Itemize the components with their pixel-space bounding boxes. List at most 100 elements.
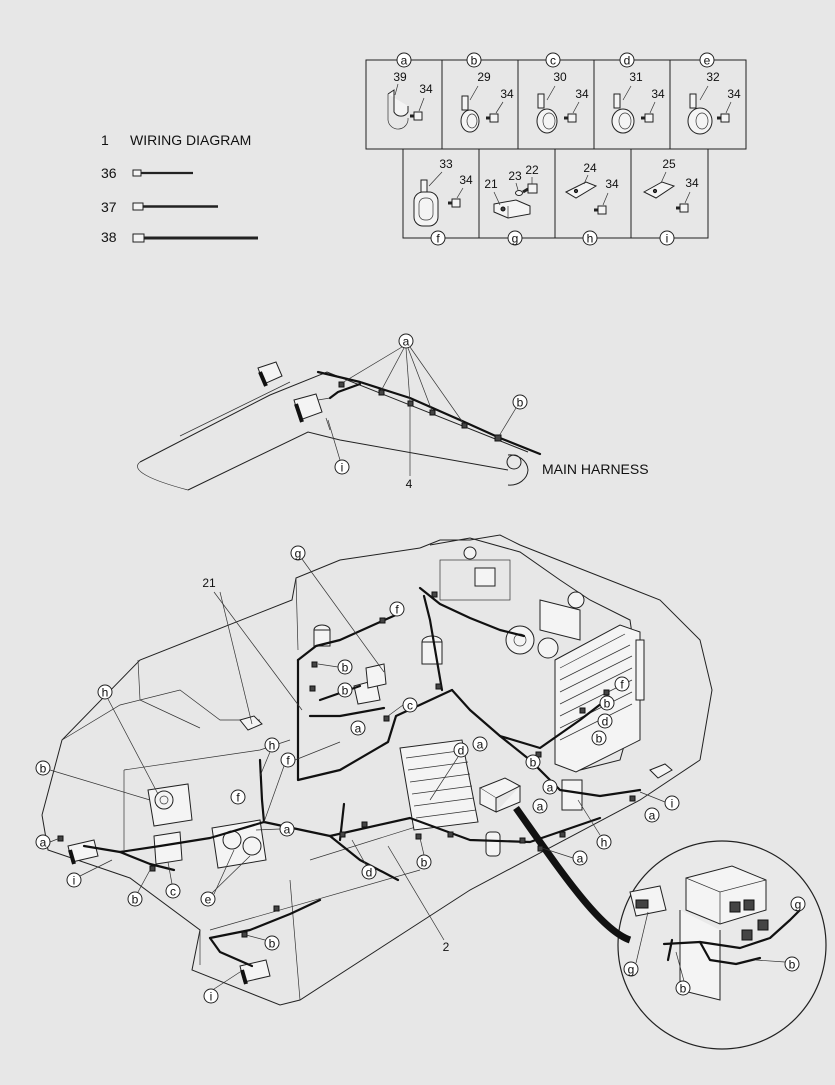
svg-text:22: 22 — [525, 163, 539, 177]
clamp-letter: h — [587, 232, 594, 246]
svg-text:g: g — [628, 963, 635, 977]
svg-text:34: 34 — [651, 87, 665, 101]
bolt-22-icon — [522, 177, 538, 194]
boom-num-4: 4 — [406, 477, 413, 491]
svg-text:b: b — [604, 697, 611, 711]
svg-text:a: a — [355, 722, 362, 736]
clamp-cell-i: i 25 34 — [642, 157, 699, 246]
svg-text:a: a — [537, 800, 544, 814]
svg-text:34: 34 — [459, 173, 473, 187]
svg-text:d: d — [602, 715, 609, 729]
svg-text:i: i — [210, 990, 213, 1004]
clamp-cell-f: f 33 34 — [413, 157, 473, 246]
relay-box-icon — [239, 715, 673, 813]
svg-text:33: 33 — [439, 157, 453, 171]
legend-num-1: 1 — [101, 132, 109, 148]
svg-text:30: 30 — [553, 70, 567, 84]
svg-text:25: 25 — [662, 157, 676, 171]
svg-text:24: 24 — [583, 161, 597, 175]
work-light-right-icon — [293, 393, 331, 423]
cable-tie-37-icon — [132, 202, 218, 211]
bracket-21-icon — [493, 191, 531, 219]
machine-num-21: 21 — [202, 576, 216, 590]
svg-text:g: g — [795, 898, 802, 912]
clamp-letter: c — [550, 54, 556, 68]
svg-text:31: 31 — [629, 70, 643, 84]
clamp-cell-d: d 31 34 — [611, 52, 665, 134]
svg-text:b: b — [40, 762, 47, 776]
cable-tie-36-icon — [132, 169, 193, 177]
plate-25-icon — [642, 171, 676, 199]
clamp-cell-h: h 24 34 — [564, 161, 619, 246]
svg-text:32: 32 — [706, 70, 720, 84]
svg-text:23: 23 — [508, 169, 522, 183]
clamp-letter: d — [624, 54, 631, 68]
svg-text:34: 34 — [575, 87, 589, 101]
cable-tie-38-icon — [132, 233, 258, 243]
clamp-32-icon — [687, 85, 713, 135]
svg-text:g: g — [295, 547, 302, 561]
machine-num-2: 2 — [443, 940, 450, 954]
work-light-left-icon — [257, 361, 283, 387]
svg-text:a: a — [649, 809, 656, 823]
clamp-33-icon — [413, 171, 443, 227]
svg-text:a: a — [577, 852, 584, 866]
clamp-letter: b — [471, 54, 478, 68]
clamp-30-icon — [536, 85, 558, 134]
clamp-29-icon — [460, 85, 480, 133]
front-light-left-icon — [67, 839, 99, 865]
legend: 1 WIRING DIAGRAM 36 37 38 — [101, 132, 258, 245]
clamp-letter: f — [436, 232, 440, 246]
svg-text:a: a — [547, 781, 554, 795]
washer-23-icon — [515, 182, 523, 196]
bolt-icon — [676, 191, 691, 213]
clamp-39-icon — [387, 83, 409, 130]
legend-num-36: 36 — [101, 165, 117, 181]
svg-text:b: b — [342, 684, 349, 698]
svg-text:c: c — [407, 699, 413, 713]
svg-text:f: f — [236, 791, 240, 805]
svg-text:b: b — [680, 982, 687, 996]
engine-icon — [429, 537, 641, 771]
legend-wiring-diagram: WIRING DIAGRAM — [130, 132, 251, 148]
svg-text:34: 34 — [727, 87, 741, 101]
machine-view: 21 2 g f f b b c — [35, 534, 827, 1050]
svg-text:21: 21 — [484, 177, 498, 191]
svg-text:f: f — [286, 754, 290, 768]
boom-harness — [316, 370, 542, 456]
legend-num-38: 38 — [101, 229, 117, 245]
svg-text:34: 34 — [500, 87, 514, 101]
boom-view: a b i 4 MAIN HARNESS — [137, 333, 649, 491]
clamp-cell-a: a 39 34 — [387, 52, 433, 130]
svg-text:b: b — [421, 856, 428, 870]
svg-text:a: a — [284, 823, 291, 837]
detail-inset — [513, 805, 827, 1050]
clamp-letter: g — [512, 232, 519, 246]
clamp-cell-c: c 30 34 — [536, 52, 589, 134]
clamp-letter: e — [704, 54, 711, 68]
clamp-cell-e: e 32 34 — [687, 52, 741, 135]
cooler-icon — [399, 739, 479, 831]
boom-clamps — [338, 381, 502, 442]
svg-text:c: c — [170, 885, 176, 899]
svg-text:b: b — [530, 756, 537, 770]
svg-text:h: h — [601, 836, 608, 850]
bolt-icon — [564, 101, 580, 123]
svg-text:i: i — [73, 874, 76, 888]
svg-text:d: d — [458, 744, 465, 758]
svg-text:a: a — [40, 836, 47, 850]
bolt-icon — [717, 101, 732, 123]
svg-text:b: b — [596, 732, 603, 746]
svg-text:d: d — [366, 866, 373, 880]
svg-text:e: e — [205, 893, 212, 907]
svg-text:b: b — [132, 893, 139, 907]
clamp-table: a 39 34 b 29 34 — [365, 52, 747, 246]
callout-i — [334, 459, 350, 475]
svg-text:b: b — [342, 661, 349, 675]
svg-text:a: a — [477, 738, 484, 752]
callout-b — [512, 394, 528, 410]
svg-text:i: i — [341, 461, 344, 475]
svg-text:i: i — [671, 797, 674, 811]
